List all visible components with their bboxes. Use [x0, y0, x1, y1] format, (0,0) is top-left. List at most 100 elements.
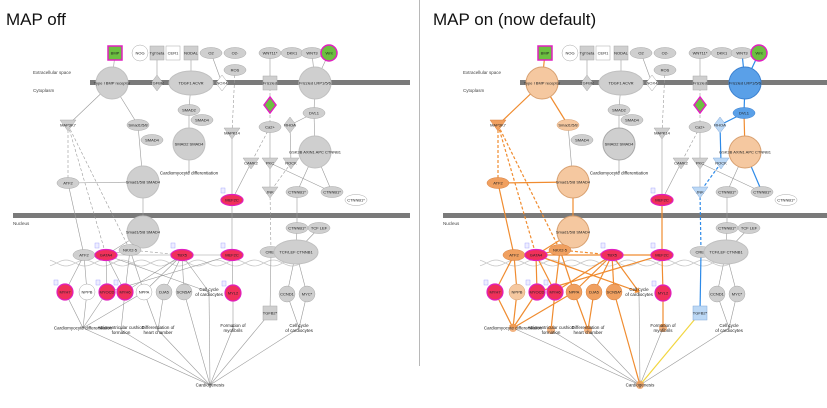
node-label: MYL2	[658, 291, 669, 296]
node-label: MEF2C	[225, 198, 239, 203]
node-shape	[713, 116, 727, 134]
node-tgfb: Tgf beta	[579, 45, 595, 61]
node-label: Smad1/5/8 SMAD4	[556, 230, 591, 235]
node-fzdlrp: Frizzled LRP1/5/6	[728, 66, 762, 100]
node-shape	[561, 44, 579, 62]
node-shape	[320, 44, 338, 62]
node-shape	[278, 285, 296, 303]
node-label: DKK1	[717, 51, 728, 56]
edge-creb-to-tgfb2	[697, 251, 703, 314]
node-myocd: MYOCD	[98, 283, 116, 301]
edge-nkx25-to-tbx5	[559, 249, 613, 258]
node-label: ROCK	[715, 161, 727, 166]
edge-map3k7-to-gata4	[497, 124, 538, 256]
node-shape	[598, 70, 644, 96]
node-wnt11: WNT11*	[258, 47, 282, 59]
node-tbx5: TBX5	[170, 248, 194, 262]
edge-myofib-to-cardiog	[639, 327, 664, 386]
node-shape	[223, 64, 247, 76]
node-ca2: Ca2+	[258, 121, 282, 133]
node-label: CTNNB1*	[347, 198, 365, 203]
node-tcflef: TCF LEF	[307, 222, 331, 234]
node-label: Type I BMP receptor	[94, 81, 131, 86]
node-camk2: CAMK2	[242, 157, 260, 170]
node-label: TGFBR	[150, 81, 164, 86]
node-label: Cardiomyocyte differentiation	[484, 326, 543, 331]
node-label: Smad1/5/8 SMAD4	[126, 230, 161, 235]
node-label: Cardiomyocyte differentiation	[54, 326, 113, 331]
node-shape	[263, 95, 277, 115]
node-tgfbr: TGFBR	[150, 74, 164, 92]
node-cer1: CER1	[595, 45, 611, 61]
node-fzd: Frizzled	[692, 75, 708, 91]
node-map3k7: MAP3K7	[489, 119, 507, 132]
node-label: MEF2C	[655, 198, 669, 203]
node-myl2: MYL2	[654, 284, 672, 302]
node-label: MAP3K7	[490, 123, 507, 128]
node-shape	[750, 186, 774, 198]
node-label: SMAD4	[145, 138, 160, 143]
node-tgfb2: TGFB2*	[692, 305, 708, 321]
measurement-badge	[650, 187, 656, 194]
node-nox4: NOX4	[215, 74, 229, 92]
node-shape	[258, 121, 282, 133]
node-nodal: NODAL	[183, 45, 199, 61]
node-tcfc: TCF/LEF CTNNB1	[703, 239, 749, 265]
node-shape	[728, 285, 746, 303]
node-shape	[508, 283, 526, 301]
edge-tbx5-to-myh6	[124, 254, 183, 293]
node-shape	[155, 283, 173, 301]
node-dkk1: DKK1	[710, 47, 734, 59]
node-rock: ROCK	[712, 157, 730, 170]
node-scn5a: SCN5A*	[175, 283, 193, 301]
node-shape	[565, 283, 583, 301]
node-label: CTNNB1*	[718, 226, 736, 231]
node-label: CREB	[695, 250, 706, 255]
node-shape	[650, 193, 674, 207]
node-label: Differentiation of	[572, 325, 605, 330]
measurement-badge	[53, 279, 59, 286]
dna-helix	[49, 259, 301, 267]
node-label: SMAD2	[612, 108, 627, 113]
node-nodal: NODAL	[613, 45, 629, 61]
node-wnt11: WNT11*	[688, 47, 712, 59]
node-shape	[579, 45, 595, 61]
node-shape	[95, 66, 129, 100]
plasma-membrane	[520, 80, 827, 85]
node-shape	[691, 186, 709, 199]
node-label: Differentiation of	[142, 325, 175, 330]
node-label: BMP	[541, 51, 550, 56]
node-smad2a: SMAD2	[177, 104, 201, 116]
node-label: Formation of	[220, 323, 246, 328]
node-label: MYH6	[549, 290, 561, 295]
node-mef2ca: MEF2C	[220, 193, 244, 207]
label-extracellular-space: Extracellular space	[33, 70, 72, 75]
node-label: SMAD2 SMAD4	[175, 142, 204, 147]
node-wntg: Wnt	[320, 44, 338, 62]
node-shape	[654, 284, 672, 302]
node-label: CTNNB1*	[288, 226, 306, 231]
node-shape	[223, 47, 247, 59]
node-shape	[548, 244, 572, 256]
node-shape	[715, 186, 739, 198]
node-ccnd1: CCND1	[708, 285, 726, 303]
edge-nppa-to-cmdiff	[82, 291, 145, 329]
edge-cccard2-to-cardiog	[639, 327, 730, 386]
edge-nkx25-to-tbx5	[129, 249, 183, 257]
node-label: SMAD4	[625, 118, 640, 123]
edge-map3k7-to-nkx25	[67, 124, 131, 251]
node-nppb: NPPB	[508, 283, 526, 301]
node-label: CTNNB1*	[718, 190, 736, 195]
node-shape	[242, 157, 260, 170]
node-shape	[691, 157, 709, 170]
label-extracellular-space: Extracellular space	[463, 70, 502, 75]
node-label: TCF LEF	[311, 226, 328, 231]
node-shape	[56, 177, 80, 189]
node-label: WNT11*	[263, 51, 278, 56]
node-shape	[556, 165, 590, 199]
node-fzdlrp: Frizzled LRP1/5/6	[298, 66, 332, 100]
node-shape	[556, 215, 590, 249]
